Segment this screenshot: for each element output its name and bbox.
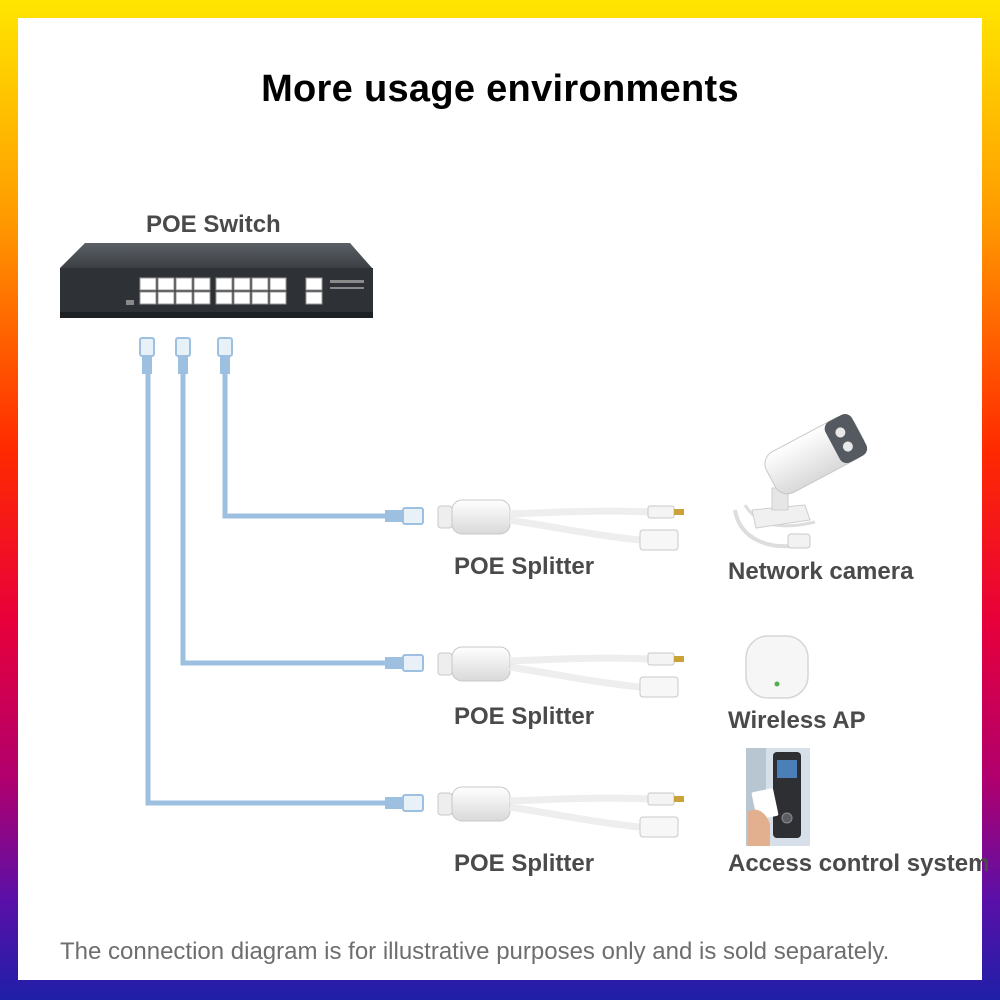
poe-splitter-icon	[438, 500, 684, 837]
cable-plug-icon	[385, 508, 423, 811]
camera-icon	[735, 411, 870, 548]
access-control-icon	[746, 748, 810, 846]
poe-switch-icon	[60, 243, 373, 318]
ethernet-cables	[148, 374, 385, 803]
switch-plug-icon	[140, 338, 232, 374]
wireless-ap-icon	[746, 636, 808, 698]
